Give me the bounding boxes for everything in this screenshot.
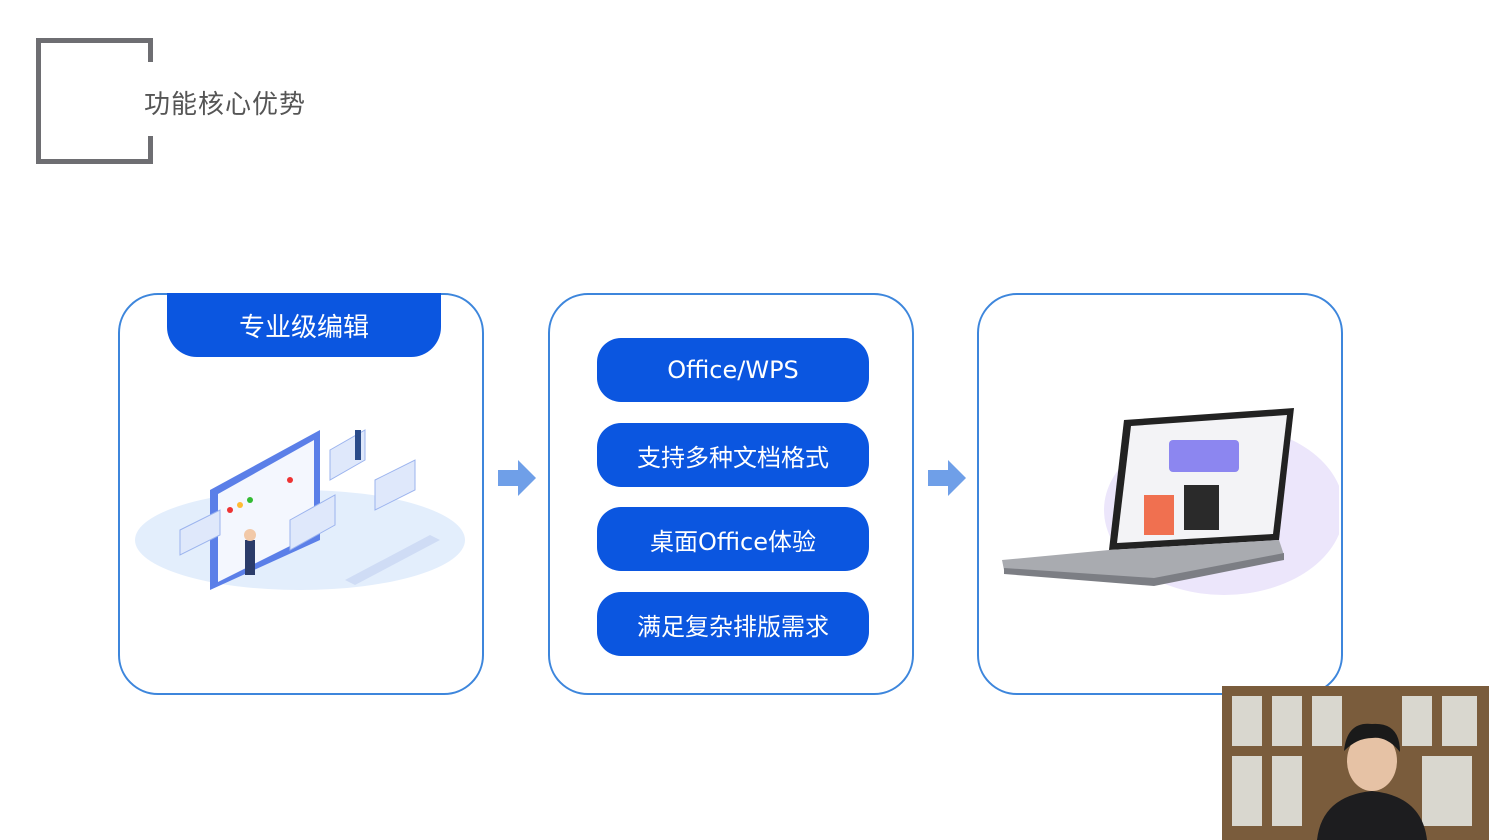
page-title: 功能核心优势 <box>144 90 307 120</box>
arrow-right-icon <box>498 460 536 496</box>
card-professional-editing: 专业级编辑 <box>118 293 484 695</box>
card-laptop <box>977 293 1343 695</box>
feature-pill: 满足复杂排版需求 <box>597 592 869 656</box>
card-format-support: Office/WPS 支持多种文档格式 桌面Office体验 满足复杂排版需求 <box>548 293 914 695</box>
feature-pill: 支持多种文档格式 <box>597 423 869 487</box>
card-header: 专业级编辑 <box>167 293 441 357</box>
bracket-frame <box>36 38 153 164</box>
feature-pill: 桌面Office体验 <box>597 507 869 571</box>
arrow-right-icon <box>928 460 966 496</box>
editing-illustration <box>135 429 465 590</box>
presenter-video <box>1222 686 1489 840</box>
bracket-edge <box>148 38 153 62</box>
bracket-edge <box>148 136 153 159</box>
laptop-illustration <box>1002 408 1339 595</box>
feature-pill: Office/WPS <box>597 338 869 402</box>
webcam-overlay <box>1222 686 1489 840</box>
